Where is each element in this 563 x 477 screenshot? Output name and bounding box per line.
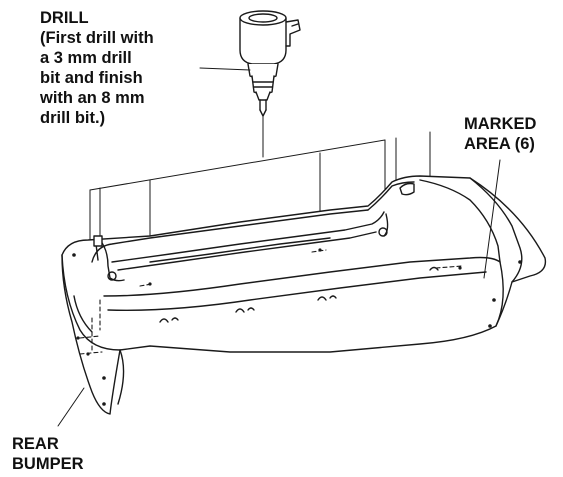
rear-bumper-leader-line xyxy=(57,387,85,427)
marked-area-label: MARKED AREA (6) xyxy=(464,115,537,153)
rear-bumper-label: REAR BUMPER xyxy=(12,435,84,473)
drill-label: DRILL (First drill with a 3 mm drill bit… xyxy=(40,9,154,127)
marked-area-leader-line xyxy=(483,159,501,279)
drill-leader-line xyxy=(199,67,251,71)
rear-bumper xyxy=(61,175,547,415)
drill-icon xyxy=(239,10,301,117)
marked-area-dashes xyxy=(79,249,463,355)
